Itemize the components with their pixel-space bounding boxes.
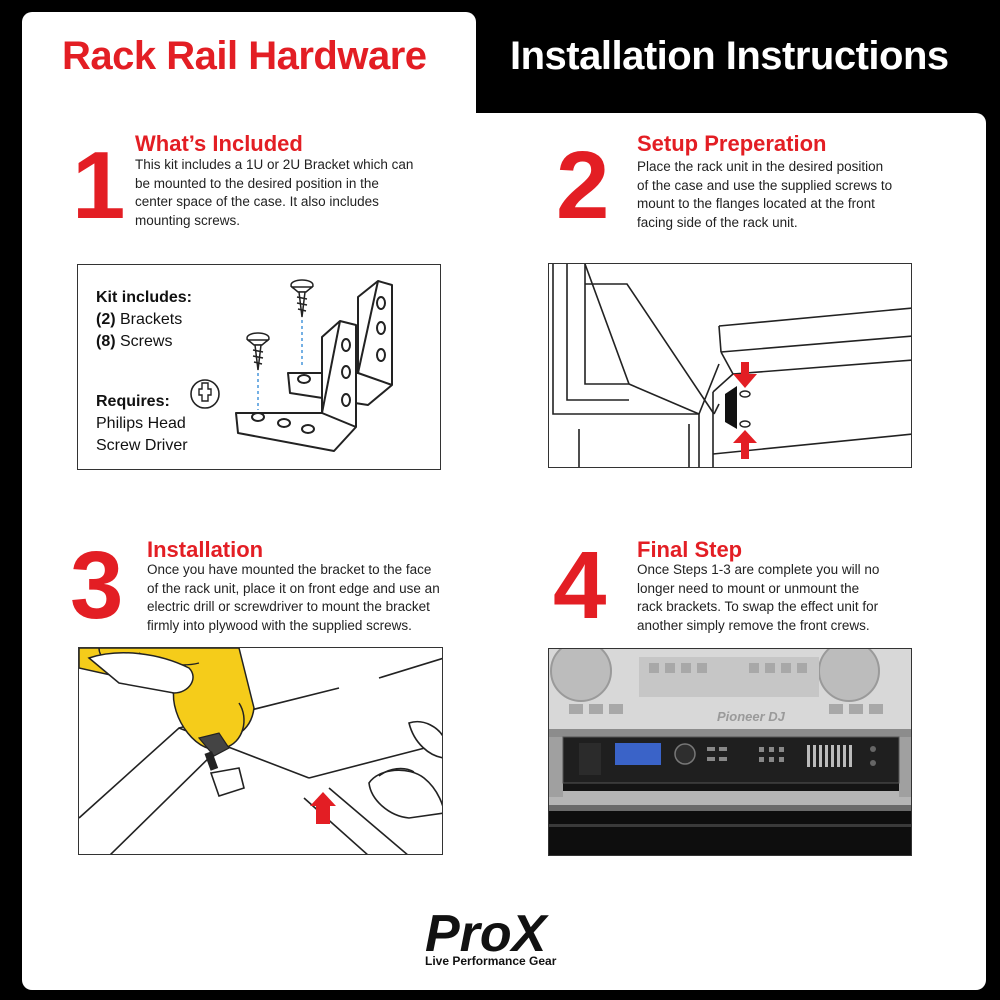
step-4-description: Once Steps 1-3 are complete you will no … [637,561,879,635]
step-3-line: electric drill or screwdriver to mount t… [147,599,430,614]
arrow-down-icon [733,362,757,388]
kit-contents-panel: Kit includes: (2) Brackets (8) Screws Re… [77,264,441,470]
step-4-line: another simply remove the front crews. [637,617,870,633]
kit-item-2-qty: (8) [96,333,116,350]
bracket-icon [287,280,393,406]
step-2-line: facing side of the rack unit. [637,214,798,230]
screw-icon [245,332,271,371]
step-1-line: mounting screws. [135,212,241,228]
step-3-line: of the rack unit, place it on front edge… [147,580,440,596]
arrow-up-icon [733,430,757,459]
kit-requirements: Requires: Philips Head Screw Driver [96,391,188,457]
step-1-number: 1 [72,132,126,239]
flange-icon [725,386,737,429]
pioneer-brand-text: Pioneer DJ [717,709,786,724]
phillips-screwdriver-icon [190,379,220,409]
screw-hole-icon [739,420,751,428]
kit-includes-list: Kit includes: (2) Brackets (8) Screws [96,287,192,353]
requires-line: Screw Driver [96,437,188,454]
screw-icon [289,279,315,318]
step-3-line: Once you have mounted the bracket to the… [147,562,432,577]
step-1-description: This kit includes a 1U or 2U Bracket whi… [135,156,413,230]
installation-illustration-panel [78,647,443,855]
drill-drawing [79,648,442,854]
step-4-number: 4 [553,532,607,639]
requires-heading: Requires: [96,393,170,410]
step-1-title: What’s Included [135,131,303,156]
kit-item-1-name: Brackets [115,311,183,328]
final-step-photo-panel: Pioneer DJ [548,648,912,856]
step-2-line: Place the rack unit in the desired posit… [637,159,884,174]
bracket-icon [235,320,357,452]
header-right-title: Installation Instructions [510,34,949,78]
step-4-line: Once Steps 1-3 are complete you will no [637,562,880,577]
step-3-title: Installation [147,537,264,562]
knob-icon [674,743,696,765]
header-left-title: Rack Rail Hardware [62,34,427,78]
lcd-display [615,743,661,765]
step-4-line: longer need to mount or unmount the [637,580,860,596]
bracket-illustration [190,279,393,452]
screw-hole-icon [739,390,751,398]
kit-item-2-name: Screws [115,333,173,350]
arrow-up-icon [310,792,336,824]
step-4-line: rack brackets. To swap the effect unit f… [637,599,879,614]
step-2-number: 2 [556,132,610,239]
step-1-line: This kit includes a 1U or 2U Bracket whi… [135,157,414,172]
step-1-line: center space of the case. It also includ… [135,194,379,209]
header-left-tab [22,12,476,134]
requires-line: Philips Head [96,415,186,432]
step-3-number: 3 [70,532,124,639]
step-2-line: of the case and use the supplied screws … [637,177,893,193]
step-2-title: Setup Preperation [637,131,827,156]
kit-heading: Kit includes: [96,289,193,306]
step-2-description: Place the rack unit in the desired posit… [637,158,892,232]
installed-unit-photo: Pioneer DJ [549,649,911,855]
step-3-line: firmly into plywood with the supplied sc… [147,617,412,633]
step-1-line: be mounted to the desired position in th… [135,175,379,191]
rack-case-drawing [552,264,911,467]
step-3-description: Once you have mounted the bracket to the… [147,561,440,635]
setup-illustration-panel [548,263,912,468]
step-4-title: Final Step [637,537,743,562]
step-2-line: mount to the flanges located at the fron… [637,196,875,211]
kit-item-1-qty: (2) [96,311,116,328]
